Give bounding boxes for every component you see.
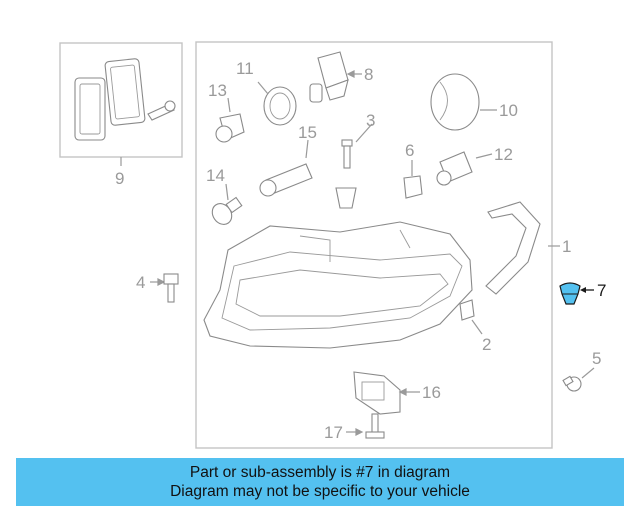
part-10-dust-cap[interactable] [430,73,497,131]
callout-16: 16 [422,383,441,402]
callout-7: 7 [597,281,606,300]
callout-11: 11 [236,59,254,78]
info-banner: Part or sub-assembly is #7 in diagram Di… [16,458,624,506]
part-16-control-module[interactable] [353,371,420,415]
part-13-bulb[interactable] [215,97,245,143]
callout-14: 14 [206,166,225,185]
part-17-bolt[interactable] [346,413,385,439]
part-4-bolt[interactable] [150,273,179,303]
banner-line-1: Part or sub-assembly is #7 in diagram [189,464,451,481]
callout-17: 17 [324,423,343,442]
callout-5: 5 [592,349,601,368]
callout-15: 15 [298,123,317,142]
part-8-leveling-motor[interactable] [309,51,362,103]
part-9-seal-cover[interactable] [74,58,176,166]
banner-line-2: Diagram may not be specific to your vehi… [170,483,470,500]
callout-12: 12 [494,145,513,164]
callout-6: 6 [405,141,414,160]
part-11-bulb-ring[interactable] [257,81,297,126]
part-1-headlamp-assembly[interactable] [203,201,560,349]
callout-3: 3 [366,111,375,130]
callout-4: 4 [136,273,145,292]
callout-2: 2 [482,335,491,354]
part-6-holder[interactable] [403,160,423,199]
part-5-screw[interactable] [562,367,595,392]
callout-9: 9 [115,169,124,188]
part-15-socket[interactable] [259,139,313,197]
callout-10: 10 [499,101,518,120]
part-7-clip[interactable] [559,282,594,305]
part-14-bulb[interactable] [208,183,243,228]
callout-1: 1 [562,237,571,256]
callout-13: 13 [208,81,227,100]
callout-8: 8 [364,65,373,84]
part-3-screw[interactable] [335,123,373,209]
part-2-nut[interactable] [459,299,483,335]
part-12-bulb[interactable] [436,151,493,186]
main-assembly-frame [195,41,553,449]
